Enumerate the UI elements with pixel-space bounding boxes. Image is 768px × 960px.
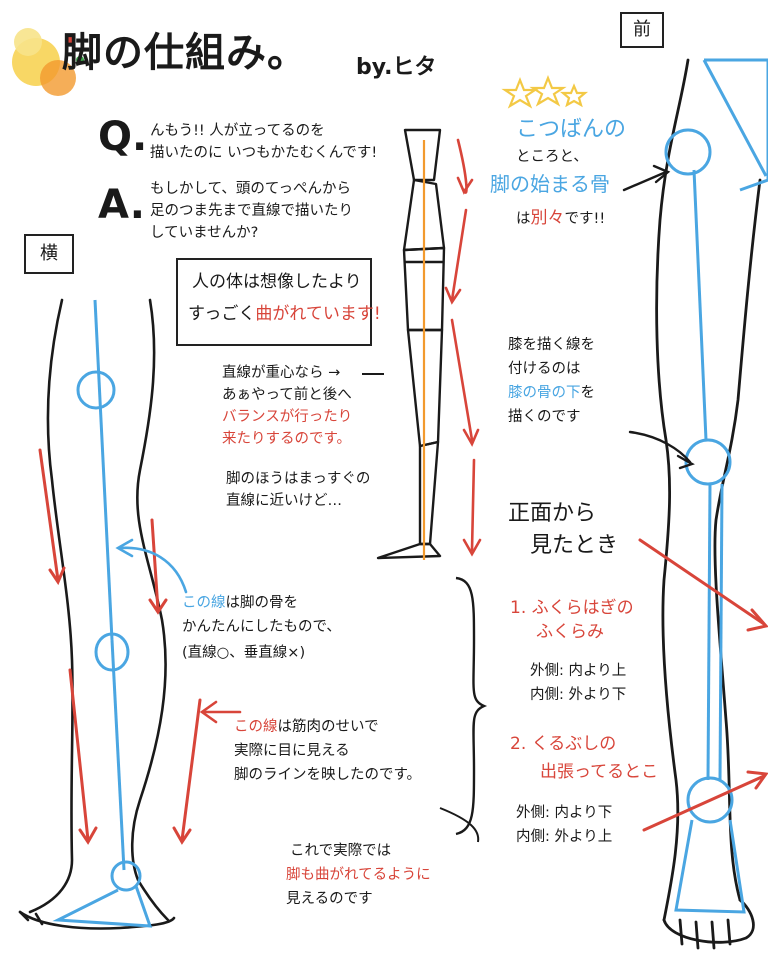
bone-line-explain-1a: この線 [182,595,226,611]
box-line-2-red: 曲がれています! [255,304,381,324]
bone-line-explain-1b: は脚の骨を [225,595,299,611]
box-line-2-plain: すっごく [188,304,256,324]
answer-mark-label: A. [98,182,145,228]
front-leg-outline [655,58,762,950]
answer-line-2: 足のつま先まで直線で描いたり [150,203,353,219]
answer-line-1: もしかして、頭のてっぺんから [150,181,351,197]
conclusion-line-2: 脚も曲がれてるように [286,867,431,883]
center-line-1: 直線が重心なら → [222,365,341,381]
bone-line-explain-3: (直線○、垂直線×) [182,645,306,661]
pelvis-label-line-3: 脚の始まる骨 [490,172,610,196]
conclusion-line-3: 見えるのです [286,891,373,907]
point-1-title-2: ふくらみ [536,622,604,642]
point-1-note-1: 外側: 内より上 [530,663,627,679]
point-1-title-1: 1. ふくらはぎの [510,598,634,618]
center-line-5: 脚のほうはまっすぐの [226,471,371,487]
point-2-note-1: 外側: 内より下 [516,805,613,821]
knee-line-3a: 膝の骨の下 [508,385,581,401]
point-1-note-2: 内側: 外より下 [530,687,627,703]
red-callout-arrow [199,700,242,724]
knee-line-1: 膝を描く線を [508,337,595,353]
side-leg-bone-line [52,299,153,928]
front-view-heading-1: 正面から [508,501,597,526]
stars-decoration [501,75,589,109]
side-leg-red-arrows [38,448,202,845]
center-line-3: バランスが行ったり [222,409,353,425]
highlight-box: 人の体は想像したより すっごく曲がれています! [176,258,381,346]
front-view-tag: 前 [620,12,664,48]
front-leg-bones [664,58,768,914]
muscle-line-explain-3: 脚のラインを映したのです。 [234,767,422,783]
title-decoration [12,28,84,96]
knee-line-3b: を [580,385,596,401]
center-line-2: あぁやって前と後へ [222,387,352,403]
author-credit: by.ヒタ [356,55,437,80]
pelvis-label-line-4: は別々です!! [516,208,605,229]
center-line-4: 来たりするのです。 [222,431,352,447]
knee-line-3: 膝の骨の下を [508,384,595,402]
muscle-line-explain-1b: は筋肉のせいで [277,719,379,735]
side-leg-outline [18,298,176,930]
pelvis-label-line-4a: は [516,211,531,227]
blue-callout-arrow [115,538,188,594]
figure-red-arrows [444,138,482,557]
front-pointer-arrows [622,164,695,470]
bone-line-explain-1: この線は脚の骨を [182,594,298,612]
pelvis-label-line-4b: 別々 [530,208,565,228]
question-line-1: んもう!! 人が立ってるのを [150,123,325,139]
muscle-line-explain-1: この線は筋肉のせいで [234,718,379,736]
front-view-heading-2: 見たとき [530,533,619,558]
center-line-6: 直線に近いけど… [226,493,342,509]
pelvis-label-line-4c: です!! [564,211,606,227]
point-2-note-2: 内側: 外より上 [516,829,613,845]
question-line-2: 描いたのに いつもかたむくんです! [150,145,378,161]
curly-brace [455,576,488,836]
muscle-line-explain-2: 実際に目に見える [234,743,350,759]
brace-arrow [439,807,480,843]
knee-line-2: 付けるのは [508,361,581,377]
point-2-title-2: 出張ってるとこ [540,762,659,782]
side-view-tag: 横 [24,234,74,274]
page-title: 脚の仕組み。 [62,30,308,76]
point-2-title-1: 2. くるぶしの [510,734,617,754]
box-line-2: すっごく曲がれています! [188,304,381,325]
muscle-line-explain-1a: この線 [234,719,278,735]
conclusion-line-1: これで実際では [290,843,392,859]
pelvis-label-line-2: ところと、 [516,149,588,165]
standing-figure [376,128,446,560]
answer-line-3: していませんか? [150,225,259,241]
box-line-1: 人の体は想像したより [192,272,362,292]
question-mark-label: Q. [98,114,148,160]
pelvis-label-line-1: こつばんの [516,117,627,142]
bone-line-explain-2: かんたんにしたもので、 [182,619,341,635]
front-leg-red-arrows [638,538,768,832]
knee-line-4: 描くのです [508,409,581,425]
